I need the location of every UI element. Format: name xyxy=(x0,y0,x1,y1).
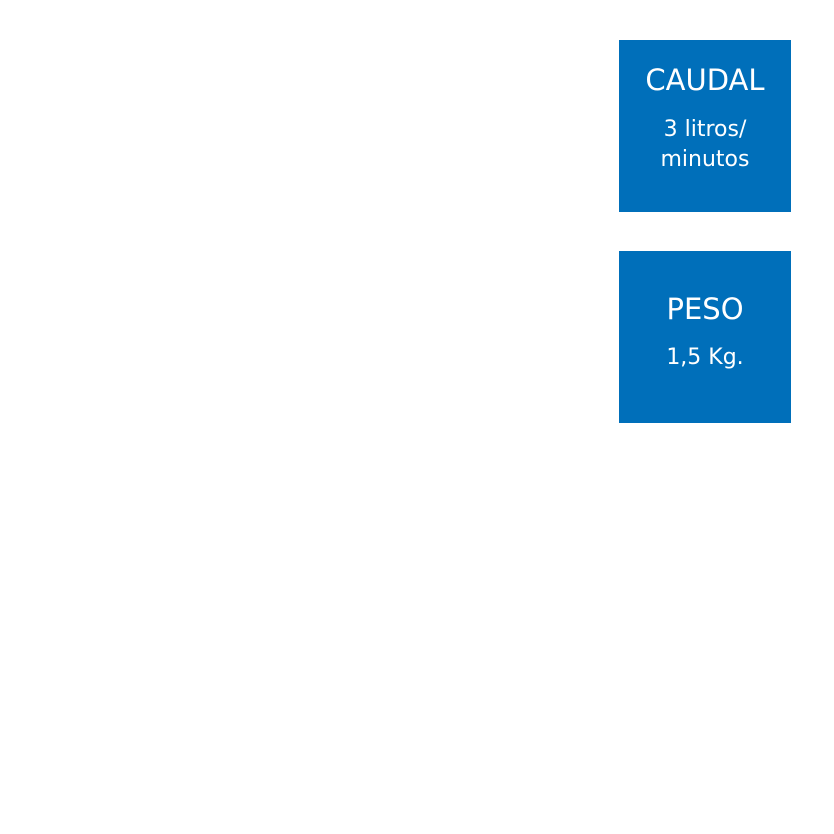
spec-title: PESO xyxy=(666,292,744,326)
spec-title: CAUDAL xyxy=(645,63,765,97)
spec-card-caudal: CAUDAL 3 litros/ minutos xyxy=(619,40,791,212)
spec-value: 1,5 Kg. xyxy=(666,345,744,370)
spec-value: 3 litros/ minutos xyxy=(660,117,750,172)
spec-card-peso: PESO 1,5 Kg. xyxy=(619,251,791,423)
